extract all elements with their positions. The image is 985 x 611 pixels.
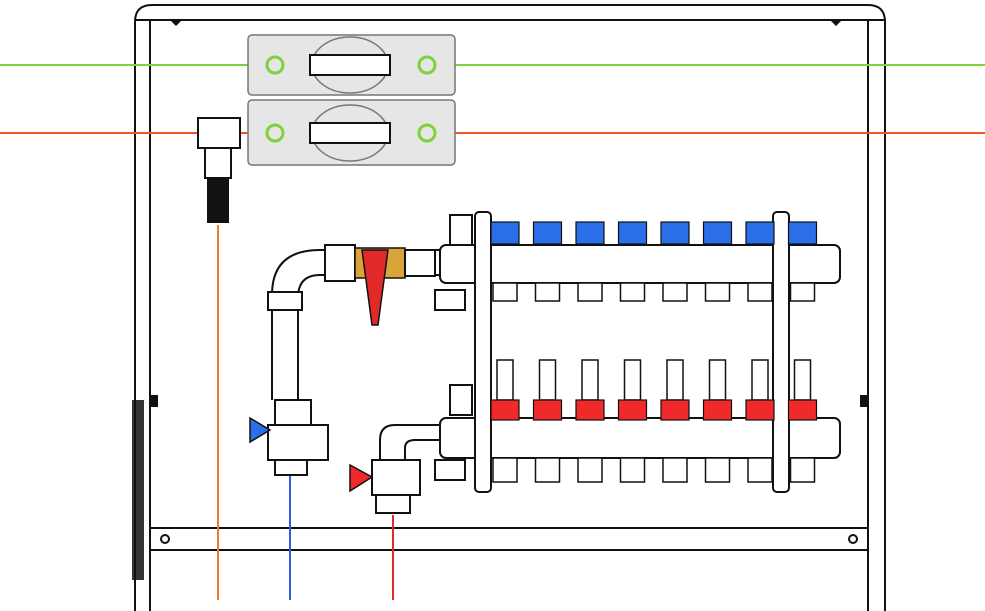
supply-outlet bbox=[747, 282, 773, 302]
supply-outlet bbox=[534, 282, 561, 302]
blue-valve-cap bbox=[617, 221, 648, 245]
red-valve-cap bbox=[532, 399, 563, 421]
flow-meter bbox=[793, 359, 812, 401]
flow-meter bbox=[538, 359, 557, 401]
supply-pipe bbox=[267, 244, 440, 400]
flow-meter bbox=[708, 359, 727, 401]
return-outlet bbox=[789, 457, 816, 483]
flow-meter bbox=[496, 359, 514, 401]
supply-outlet bbox=[704, 282, 731, 302]
return-outlet bbox=[747, 457, 773, 483]
supply-outlet bbox=[662, 282, 688, 302]
flow-meter bbox=[666, 359, 684, 401]
red-valve-cap bbox=[745, 399, 775, 421]
flow-meter bbox=[751, 359, 769, 401]
red-valve-cap bbox=[787, 399, 818, 421]
return-outlet bbox=[619, 457, 646, 483]
supply-outlet bbox=[492, 282, 518, 302]
blue-valve-cap bbox=[660, 221, 690, 245]
blue-valve-cap bbox=[490, 221, 520, 245]
heat-meter-bottom bbox=[247, 99, 456, 166]
ball-valve-supply bbox=[249, 399, 329, 476]
ball-valve-return bbox=[349, 424, 440, 514]
return-outlet bbox=[492, 457, 518, 483]
supply-outlet bbox=[789, 282, 816, 302]
blue-valve-cap bbox=[532, 221, 563, 245]
red-valve-cap bbox=[702, 399, 733, 421]
flow-meter bbox=[581, 359, 599, 401]
red-valve-cap bbox=[490, 399, 520, 421]
return-outlet bbox=[534, 457, 561, 483]
red-valve-cap bbox=[575, 399, 605, 421]
return-outlet bbox=[577, 457, 603, 483]
return-outlet bbox=[662, 457, 688, 483]
supply-outlet bbox=[619, 282, 646, 302]
cabinet-frame bbox=[132, 4, 886, 611]
heat-meter-top bbox=[247, 34, 456, 96]
manifold bbox=[434, 211, 841, 493]
blue-valve-cap bbox=[787, 221, 818, 245]
red-valve-cap bbox=[660, 399, 690, 421]
return-outlet bbox=[704, 457, 731, 483]
flow-meter bbox=[623, 359, 642, 401]
strainer-fitting bbox=[197, 117, 241, 223]
blue-valve-cap bbox=[702, 221, 733, 245]
blue-valve-cap bbox=[745, 221, 775, 245]
supply-outlet bbox=[577, 282, 603, 302]
red-valve-cap bbox=[617, 399, 648, 421]
blue-valve-cap bbox=[575, 221, 605, 245]
